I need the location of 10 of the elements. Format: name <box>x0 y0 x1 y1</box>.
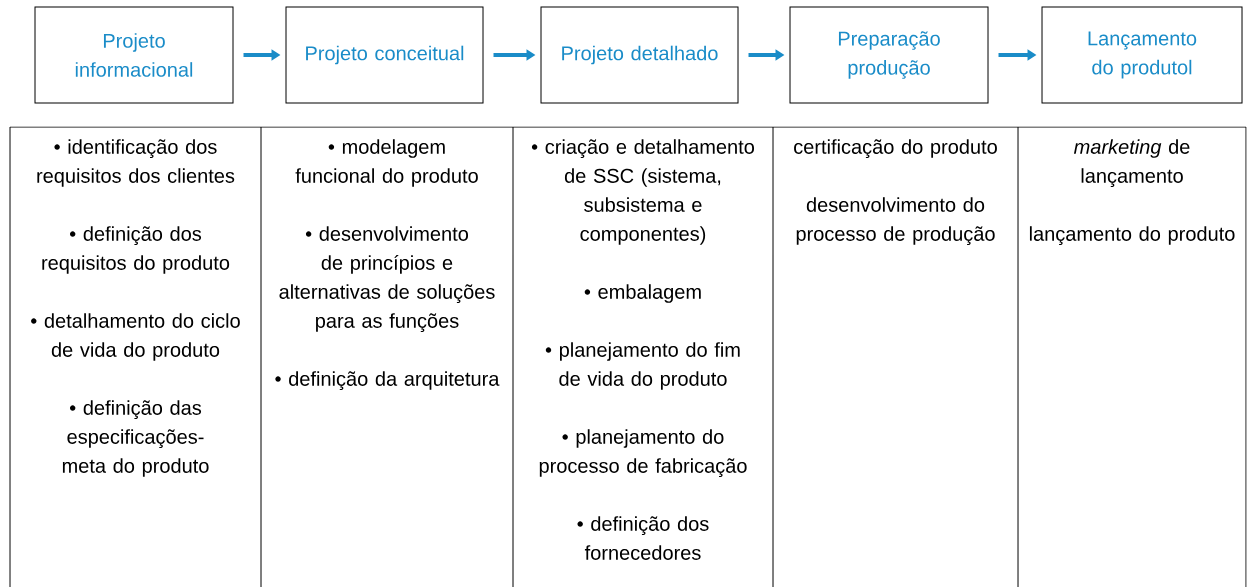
table-cell: certificação do produto desenvolvimento do processo de produção <box>794 139 997 245</box>
table-cell: • identificação dos requisitos dos clientes • definição dos requisitos do produto • detalhamento do ciclo de vida do produto • definição das especificações-meta do produto <box>31 139 240 477</box>
table-cell: marketing de lançamento lançamento do produto <box>1029 139 1235 245</box>
table-cell: • modelagem funcional do produto • desenvolvimento de princípios e alternativas de soluções para as funções • definição da arquitetura <box>275 139 500 390</box>
stage-box: Lançamento do produtol <box>1041 6 1243 104</box>
stage-box: Projeto conceitual <box>285 6 484 104</box>
table-cell: • criação e detalhamento de SSC (sistema, subsistema e componentes) • embalagem • planejamento do fim de vida do produto • planejamento do processo de fabricação • definição dos fornecedores <box>531 139 754 560</box>
stage-box: Projeto detalhado <box>540 6 739 104</box>
stage-box: Preparação produção <box>789 6 989 104</box>
stage-box: Projeto informacional <box>34 6 234 104</box>
